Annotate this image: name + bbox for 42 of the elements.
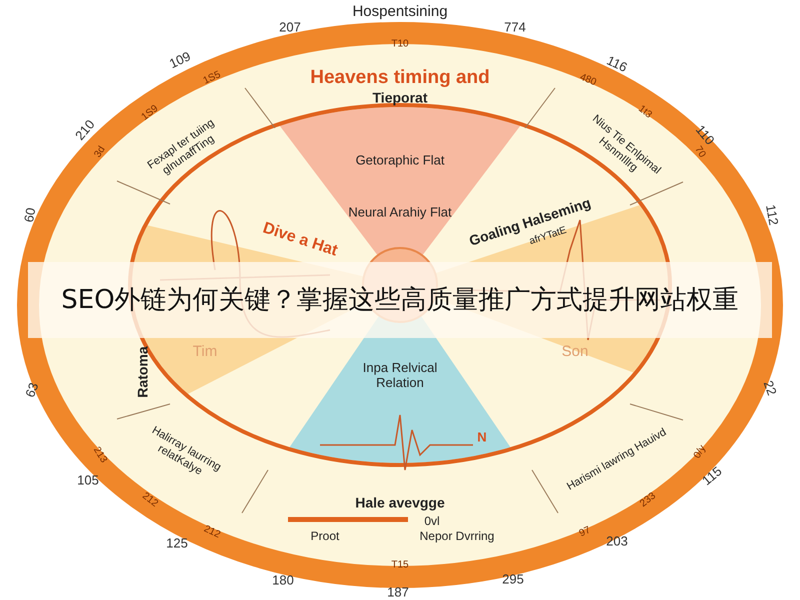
sector-text: Getoraphic Flat: [354, 152, 446, 168]
label-text: Ratoma: [134, 345, 152, 400]
scale-number: 97: [576, 524, 594, 542]
title-text: SEO外链为何关键？掌握这些高质量推广方式提升网站权重: [61, 284, 739, 316]
scale-number: 22: [760, 378, 781, 400]
scale-number: 116: [604, 52, 631, 77]
scale-number: 212: [201, 522, 223, 542]
scale-number: 180: [271, 571, 295, 590]
sector-text: Tim: [192, 342, 218, 362]
scale-number: 60: [20, 206, 40, 226]
sector-text: Inpa Relvical Relation: [362, 360, 438, 390]
sector-text: Dive a Hat: [260, 218, 341, 262]
scale-number: 109: [166, 47, 194, 74]
heading: Heavens timing and: [309, 68, 491, 88]
scale-number: 212: [139, 490, 161, 512]
label-text: Proot: [310, 528, 340, 545]
sector-text: N: [476, 428, 488, 446]
scale-number: 0/y: [690, 442, 710, 463]
label-text: Hospentsining: [351, 2, 449, 22]
scale-number: 203: [605, 532, 629, 550]
scale-number: 105: [76, 471, 100, 490]
scale-number: 295: [501, 570, 525, 588]
scale-number: 1S9: [138, 102, 162, 125]
scale-number: 207: [278, 18, 302, 36]
scale-number: 125: [165, 534, 189, 552]
scale-number: 112: [762, 202, 782, 228]
sector-text: Neural Arahiy Flat: [347, 204, 453, 220]
scale-number: 115: [698, 462, 726, 490]
scale-number: 1S5: [200, 68, 224, 89]
scale-number: 213: [90, 444, 110, 467]
scale-number: 187: [386, 583, 410, 600]
label-text: Tieporat: [372, 88, 428, 108]
scale-number: 3d: [91, 143, 109, 162]
scale-number: 1t3: [635, 102, 655, 123]
scale-number: 63: [21, 380, 42, 402]
scale-number: 233: [637, 490, 659, 512]
label-text: Nepor Dvrring: [418, 528, 496, 545]
scale-number: 774: [503, 18, 527, 36]
scale-number: 480: [577, 70, 599, 90]
label-text: Hale avevgge: [354, 494, 446, 512]
scale-number: 210: [71, 116, 99, 145]
label-text: 0vl: [423, 513, 441, 530]
